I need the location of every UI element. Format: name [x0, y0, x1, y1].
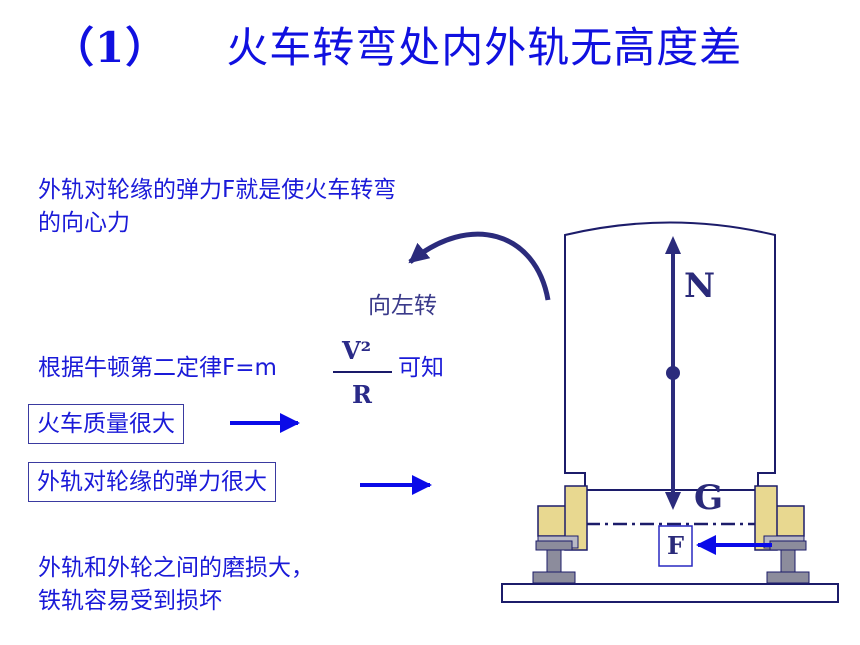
center-of-mass: [666, 366, 680, 380]
conclusion-line-2: 铁轨容易受到损坏: [38, 588, 222, 614]
title-number: （1）: [52, 23, 169, 72]
turn-left-label: 向左转: [368, 293, 437, 319]
left-rail: [532, 540, 576, 584]
left-wheel: [537, 485, 588, 551]
statement-line-1: 外轨对轮缘的弹力F就是使火车转弯: [38, 177, 397, 203]
right-rail: [766, 540, 810, 584]
newton-law-prefix: 根据牛顿第二定律F=m: [38, 355, 277, 381]
fraction-numerator: V²: [342, 336, 372, 365]
gravity-arrow: [665, 492, 681, 510]
label-n: N: [684, 266, 716, 306]
label-f: F: [667, 531, 685, 560]
force-large-box: 外轨对轮缘的弹力很大: [28, 462, 276, 502]
train-body: [564, 221, 776, 491]
conclusion-text: 外轨和外轮之间的磨损大， 铁轨容易受到损坏: [38, 552, 314, 618]
title-text: 火车转弯处内外轨无高度差: [226, 23, 743, 72]
newton-law-suffix: 可知: [398, 355, 444, 381]
right-wheel: [754, 485, 805, 551]
ground-base: [501, 583, 839, 603]
f-label-box: [658, 525, 693, 567]
statement-line-2: 的向心力: [38, 210, 130, 236]
label-g: G: [694, 478, 724, 518]
page-title: （1） 火车转弯处内外轨无高度差: [52, 14, 742, 75]
conclusion-line-1: 外轨和外轮之间的磨损大，: [38, 555, 314, 581]
mass-large-box: 火车质量很大: [28, 404, 184, 444]
fraction-denominator: R: [352, 380, 372, 409]
normal-force-arrow: [665, 236, 681, 254]
turn-arrow: [408, 231, 551, 301]
statement-text: 外轨对轮缘的弹力F就是使火车转弯 的向心力: [38, 174, 396, 240]
